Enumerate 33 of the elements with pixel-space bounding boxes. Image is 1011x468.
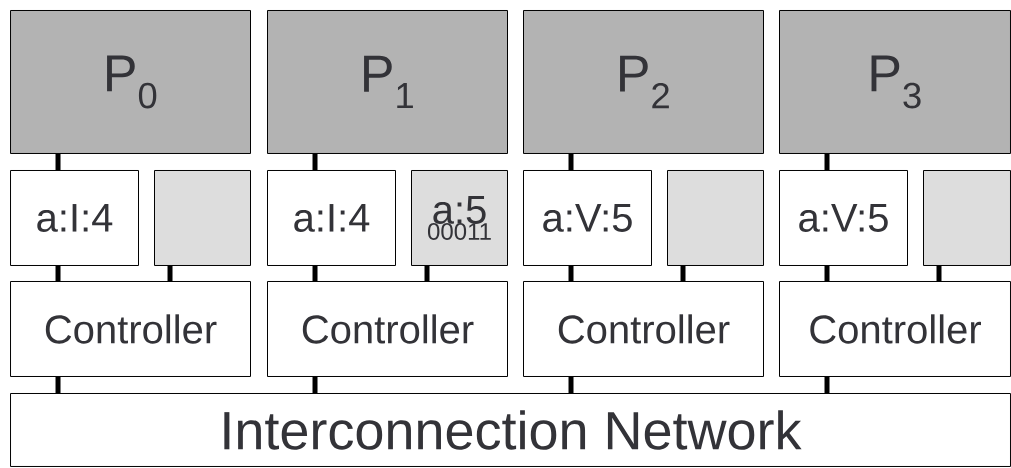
connector bbox=[55, 154, 61, 170]
connector bbox=[312, 154, 318, 170]
connector bbox=[312, 377, 318, 393]
cache-box: a:V:5 bbox=[523, 170, 652, 266]
cache-box bbox=[154, 170, 251, 266]
connector bbox=[55, 266, 61, 281]
cache-box: a:I:4 bbox=[10, 170, 139, 266]
cache-box bbox=[923, 170, 1011, 266]
controller-box: Controller bbox=[10, 281, 251, 377]
cache-box bbox=[667, 170, 764, 266]
connector bbox=[55, 377, 61, 393]
processor-box: P$_{0}$ bbox=[10, 10, 251, 154]
network-box: Interconnection Network bbox=[10, 393, 1011, 467]
processor-box: P$_{2}$ bbox=[523, 10, 764, 154]
connector bbox=[424, 266, 430, 281]
connector bbox=[824, 154, 830, 170]
cache-box: a:I:4 bbox=[267, 170, 396, 266]
processor-box: P$_{1}$ bbox=[267, 10, 508, 154]
connector bbox=[167, 266, 173, 281]
connector bbox=[312, 266, 318, 281]
connector bbox=[568, 266, 574, 281]
connector bbox=[568, 377, 574, 393]
processor-box: P$_{3}$ bbox=[779, 10, 1011, 154]
connector bbox=[824, 266, 830, 281]
connector bbox=[936, 266, 942, 281]
controller-box: Controller bbox=[779, 281, 1011, 377]
controller-box: Controller bbox=[267, 281, 508, 377]
connector bbox=[824, 377, 830, 393]
connector bbox=[568, 154, 574, 170]
connector bbox=[680, 266, 686, 281]
controller-box: Controller bbox=[523, 281, 764, 377]
cache-box: a:5 00011 bbox=[411, 170, 508, 266]
cache-box: a:V:5 bbox=[779, 170, 908, 266]
